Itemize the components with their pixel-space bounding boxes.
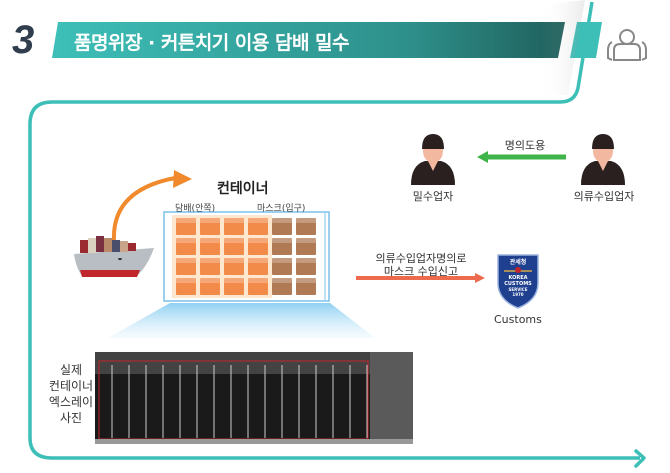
cargo-box [176, 258, 196, 275]
import-report-line2: 마스크 수입신고 [383, 265, 459, 278]
cargo-box [296, 218, 316, 235]
cargo-box [200, 278, 220, 295]
cargo-box [248, 218, 268, 235]
frame-top-line [28, 1, 640, 460]
cargo-box [200, 218, 220, 235]
section-number: 3 [12, 18, 34, 62]
xray-label-line: 컨테이너 [48, 379, 94, 393]
xray-label-line: 사진 [59, 411, 83, 425]
badge-year: 1970 [512, 292, 524, 297]
cargo-box [224, 218, 244, 235]
xray-label-line: 실제 [59, 363, 83, 377]
frame-arrow-head [634, 449, 646, 468]
badge-top-text: 관세청 [509, 259, 527, 266]
cargo-box [224, 238, 244, 255]
cargo-box [224, 278, 244, 295]
badge-line2: CUSTOMS [504, 281, 532, 287]
name-theft-label: 명의도용 [504, 139, 546, 152]
ship-to-container-arrow [111, 176, 176, 241]
container-title: 컨테이너 [217, 181, 269, 197]
smuggler-label: 밀수업자 [412, 190, 454, 203]
page-title: 품명위장 · 커튼치기 이용 담배 밀수 [74, 32, 350, 54]
xray-label-line: 엑스레이 [48, 395, 94, 409]
customs-label: Customs [494, 313, 542, 326]
customs-badge-text: 관세청 KOREA CUSTOMS SERVICE 1970 [498, 257, 538, 297]
importer-label: 의류수입업자 [573, 190, 635, 203]
cargo-box [296, 278, 316, 295]
import-report-line1: 의류수입업자명의로 [375, 252, 467, 265]
user-group-icon[interactable] [607, 29, 647, 61]
cargo-box [272, 218, 292, 235]
cargo-box [200, 258, 220, 275]
import-report-label: 의류수입업자명의로 마스크 수입신고 [366, 252, 476, 278]
cargo-boxes [176, 218, 316, 295]
cargo-box [176, 278, 196, 295]
cargo-box [248, 278, 268, 295]
cargo-box [248, 238, 268, 255]
cargo-box [272, 258, 292, 275]
cargo-box [296, 258, 316, 275]
cargo-box [176, 238, 196, 255]
mask-label: 마스크(입구) [257, 204, 306, 214]
cargo-box [200, 238, 220, 255]
tobacco-label: 담배(안쪽) [175, 204, 216, 214]
cargo-box [248, 258, 268, 275]
xray-beam [108, 303, 375, 338]
cargo-box [224, 258, 244, 275]
cargo-ship-icon [74, 236, 154, 277]
container-outline [163, 211, 330, 302]
badge-line3: SERVICE [508, 287, 528, 292]
cargo-box [272, 238, 292, 255]
xray-image [95, 352, 413, 444]
smuggler-figure [411, 134, 455, 185]
header-band [52, 22, 565, 58]
cargo-box [272, 278, 292, 295]
xray-label: 실제 컨테이너 엑스레이 사진 [40, 362, 102, 426]
cargo-box [176, 218, 196, 235]
badge-line1: KOREA [508, 275, 528, 281]
cargo-box [296, 238, 316, 255]
importer-figure [581, 134, 625, 185]
customs-badge-icon [497, 254, 539, 309]
